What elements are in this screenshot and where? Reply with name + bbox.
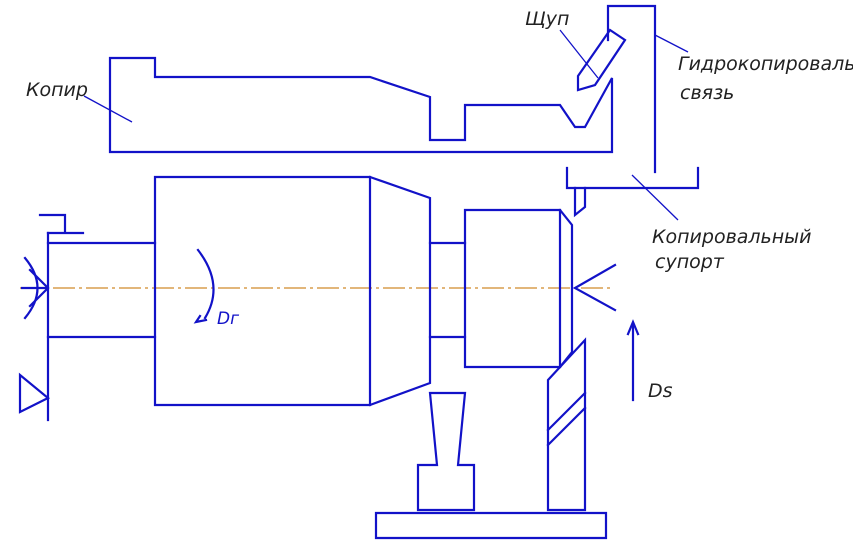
tailstock xyxy=(416,391,476,512)
label-feed: Ds xyxy=(648,380,673,402)
center-point xyxy=(20,268,50,308)
label-probe: Щуп xyxy=(525,8,569,30)
tail-center xyxy=(572,263,617,312)
workpiece-neck xyxy=(428,241,467,339)
label-kopir: Копир xyxy=(26,79,88,101)
tool-hatch xyxy=(546,391,587,447)
spindle-mark xyxy=(38,213,67,234)
copy-support xyxy=(565,166,700,190)
probe xyxy=(576,28,627,92)
copier-leader xyxy=(83,95,133,123)
label-hydraulic-line2: связь xyxy=(680,82,734,104)
copier-template xyxy=(108,56,614,154)
hydraulic-leader xyxy=(654,34,689,53)
rest-triangle xyxy=(18,372,51,414)
hydraulic-link xyxy=(606,4,657,174)
machine-base xyxy=(374,511,608,540)
support-leader xyxy=(631,174,679,221)
label-hydraulic-line1: Гидрокопировальня xyxy=(678,53,853,75)
rotation-arc xyxy=(196,248,215,320)
probe-leader xyxy=(559,29,599,79)
rotation-arrowhead xyxy=(193,314,208,324)
workpiece-body xyxy=(153,175,372,407)
support-cutter xyxy=(573,186,587,218)
workpiece-cone xyxy=(368,175,432,407)
label-support-line1: Копировальный xyxy=(652,226,812,248)
label-support-line2: супорт xyxy=(655,251,725,273)
feed-arrowhead xyxy=(626,319,640,336)
label-rotation: Dг xyxy=(217,309,239,329)
tool-holder xyxy=(546,337,587,512)
